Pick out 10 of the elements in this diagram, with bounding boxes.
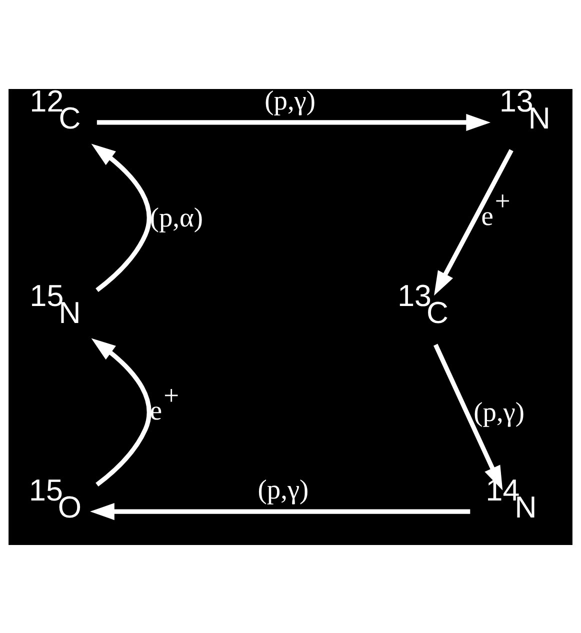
arrow <box>91 338 152 486</box>
arrow <box>90 502 470 520</box>
arrow <box>434 148 514 296</box>
edge-label: (p,α) <box>150 202 203 232</box>
arrow <box>91 143 152 292</box>
edge-label: (p,γ) <box>258 474 309 504</box>
edge-label: (p,γ) <box>474 396 525 426</box>
arrow <box>434 343 503 490</box>
edge-label: (p,γ) <box>264 84 316 115</box>
arrow <box>96 113 491 130</box>
